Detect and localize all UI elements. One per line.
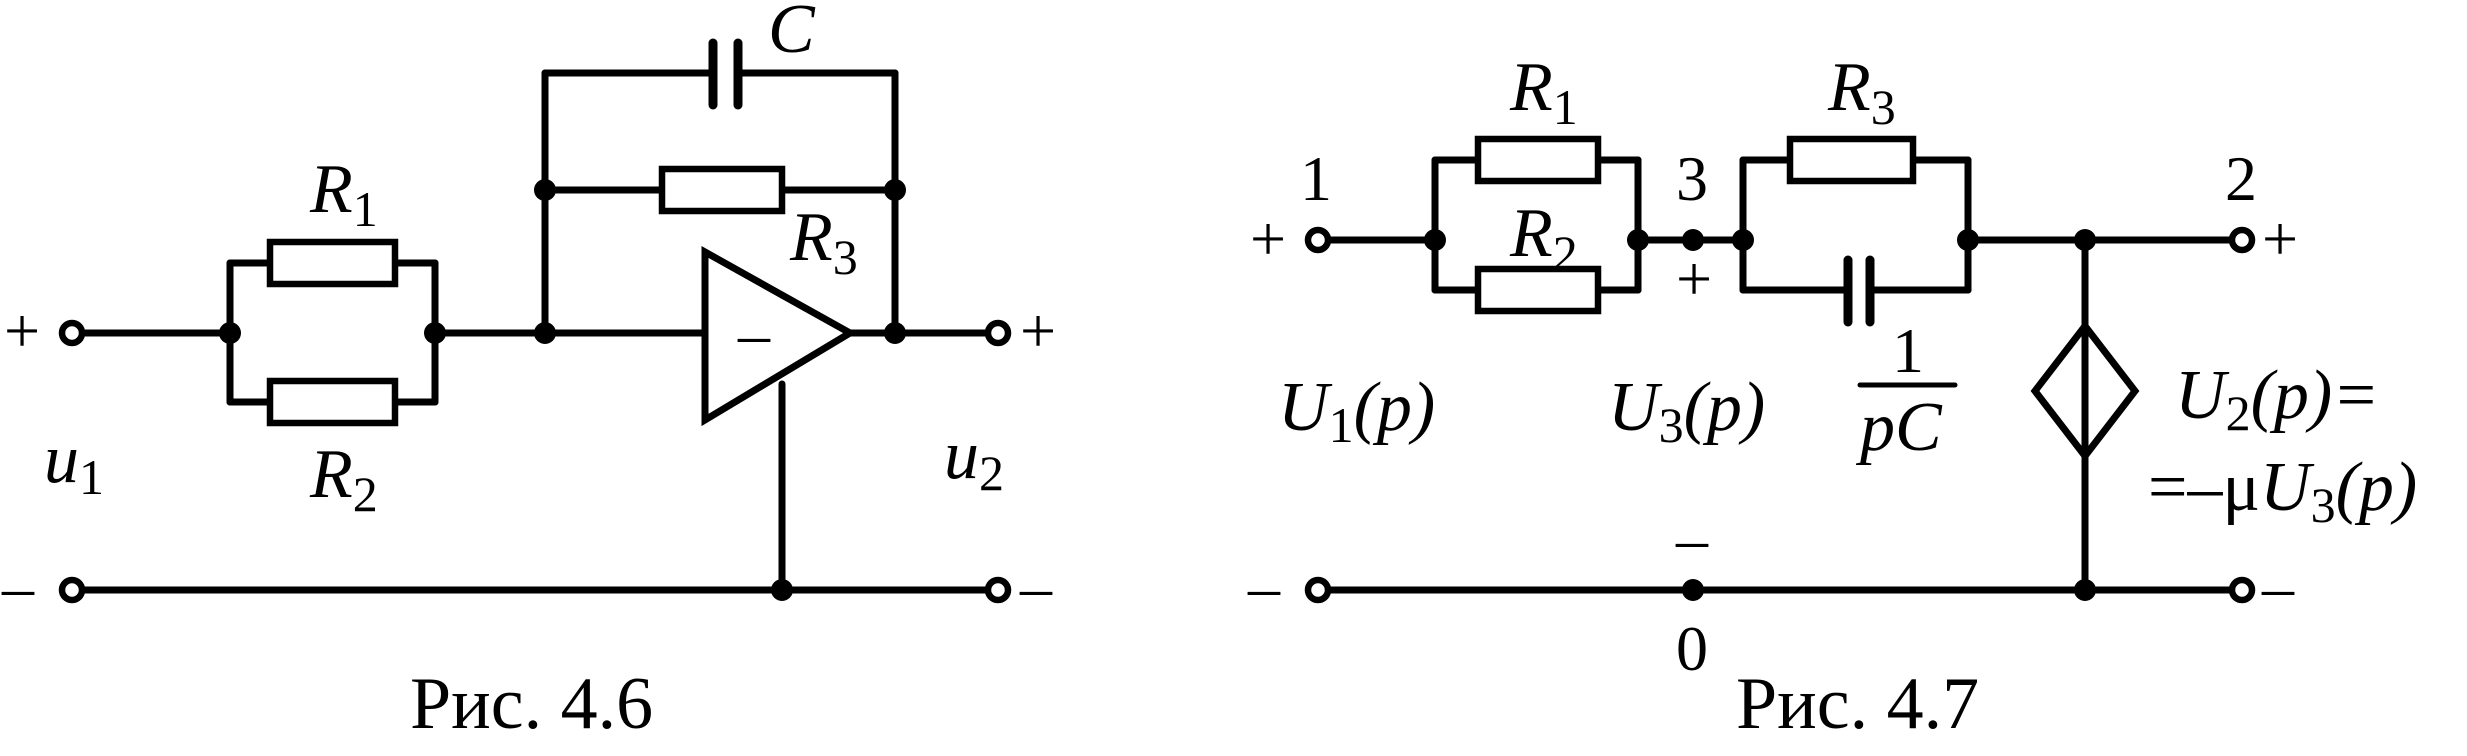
fig46-input-terminal-bottom — [58, 576, 86, 604]
fig47-output-plus: + — [2262, 203, 2298, 274]
fig46-output-minus: – — [1019, 551, 1053, 622]
fig47-output-terminal-bottom — [2228, 576, 2256, 604]
fig46-label-r2: R2 — [309, 436, 378, 522]
fig46-resistor-r2 — [266, 377, 399, 427]
fig47-input-terminal-bottom — [1304, 576, 1332, 604]
fig46-input-plus: + — [4, 295, 40, 366]
fig46-label-u2: u2 — [944, 417, 1004, 501]
figure-4-6: + – + – – R1 R2 R3 C u1 u2 Рис. 4.6 — [1, 0, 1056, 745]
fig46-label-c: C — [768, 0, 816, 68]
fig47-label-u3: U3(p) — [1608, 369, 1765, 453]
fig46-wires — [68, 69, 992, 594]
fig46-resistor-r3 — [658, 165, 786, 215]
fig47-label-r2: R2 — [1509, 195, 1578, 281]
fig46-output-plus: + — [1020, 295, 1056, 366]
fig46-output-terminal-top — [984, 319, 1012, 347]
fig46-output-terminal-bottom — [984, 576, 1012, 604]
fig46-capacitor-c — [708, 38, 743, 110]
fig47-capacitor — [1843, 255, 1875, 327]
svg-text:pC: pC — [1855, 389, 1943, 466]
fig47-caption: Рис. 4.7 — [1736, 663, 1979, 745]
fig46-opamp-sign: – — [737, 298, 771, 369]
fig47-node-3: 3 — [1676, 143, 1708, 214]
fig46-input-minus: – — [1, 551, 35, 622]
fig47-node-2: 2 — [2225, 143, 2257, 214]
fig46-resistor-r1 — [266, 238, 399, 288]
fig46-junctions — [219, 179, 906, 601]
fig47-node3-plus: + — [1676, 243, 1712, 314]
fig47-label-capacitor-impedance: 1 pC — [1855, 315, 1958, 466]
fig47-junctions — [1424, 229, 2096, 601]
fig46-input-terminal-top — [58, 319, 86, 347]
fig47-output-terminal-top — [2228, 226, 2256, 254]
fig47-input-plus: + — [1250, 203, 1286, 274]
fig47-input-minus: – — [1247, 551, 1281, 622]
fig46-label-r1: R1 — [309, 151, 378, 237]
fig47-output-minus: – — [2261, 551, 2295, 622]
fig47-node0-minus: – — [1675, 503, 1709, 574]
fig47-resistor-r1 — [1474, 135, 1602, 185]
fig47-resistor-r3 — [1786, 135, 1917, 185]
fig47-wires — [1314, 156, 2236, 594]
fig46-opamp — [701, 246, 857, 427]
fig47-node-1: 1 — [1300, 143, 1332, 214]
fig46-caption: Рис. 4.6 — [410, 663, 653, 745]
svg-text:1: 1 — [1892, 315, 1924, 386]
fig47-label-u1: U1(p) — [1278, 369, 1435, 453]
fig47-label-u2-line2: =–μU3(p) — [2148, 449, 2417, 533]
fig46-label-r3: R3 — [789, 199, 858, 285]
fig47-label-u2-line1: U2(p)= — [2175, 357, 2379, 441]
fig47-dependent-source — [2030, 320, 2140, 462]
fig47-input-terminal-top — [1304, 226, 1332, 254]
fig47-label-r3: R3 — [1827, 49, 1896, 135]
fig46-label-u1: u1 — [44, 421, 104, 505]
fig47-node-0: 0 — [1676, 613, 1708, 684]
fig47-label-r1: R1 — [1509, 49, 1578, 135]
fig47-resistor-r2 — [1474, 265, 1602, 315]
figure-4-7: + – + – + – 1 3 2 0 R1 R2 R3 1 pC U1(p) … — [1247, 49, 2417, 745]
